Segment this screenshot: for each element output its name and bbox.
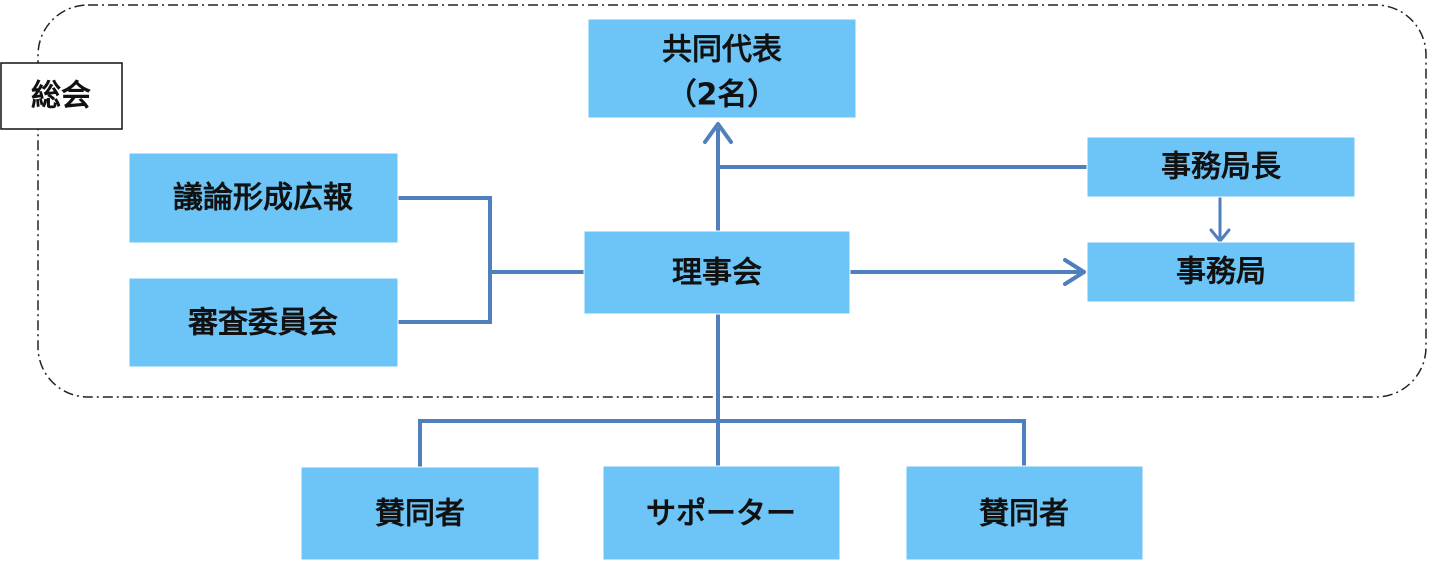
board-label: 理事会	[672, 256, 762, 291]
node-secretariat: 事務局	[1086, 241, 1356, 303]
connector-supporters-crossbar	[418, 419, 1026, 467]
general-assembly-label-text: 総会	[31, 79, 91, 114]
arrowhead-secretariat-from-board	[1063, 258, 1086, 286]
supporter-right-label: 賛同者	[979, 497, 1069, 532]
discussion-pr-label: 議論形成広報	[173, 181, 354, 216]
arrowhead-representatives	[703, 122, 733, 144]
connector-discussion-to-bracket	[398, 196, 492, 324]
co-representatives-line2: （2名）	[667, 78, 778, 113]
node-secretary-general: 事務局長	[1086, 136, 1356, 198]
general-assembly-label: 総会	[0, 62, 123, 130]
node-supporter-left: 賛同者	[300, 466, 540, 561]
secretariat-label: 事務局	[1176, 255, 1266, 290]
general-assembly-boundary	[37, 4, 1427, 398]
node-supporter-center: サポーター	[602, 465, 841, 561]
review-committee-label: 審査委員会	[187, 306, 338, 341]
node-review-committee: 審査委員会	[128, 277, 399, 368]
arrowhead-secretariat-from-top	[1209, 228, 1231, 243]
supporter-left-label: 賛同者	[375, 497, 465, 532]
general-assembly-label-box	[0, 62, 123, 130]
connectors	[398, 122, 1231, 467]
node-supporter-right: 賛同者	[905, 465, 1144, 561]
node-board: 理事会	[583, 230, 851, 315]
node-co-representatives: 共同代表 （2名）	[587, 18, 857, 119]
co-representatives-line1: 共同代表	[662, 33, 782, 68]
node-discussion-pr: 議論形成広報	[128, 152, 399, 244]
secretary-general-label: 事務局長	[1161, 150, 1282, 185]
supporter-center-label: サポーター	[646, 497, 796, 532]
